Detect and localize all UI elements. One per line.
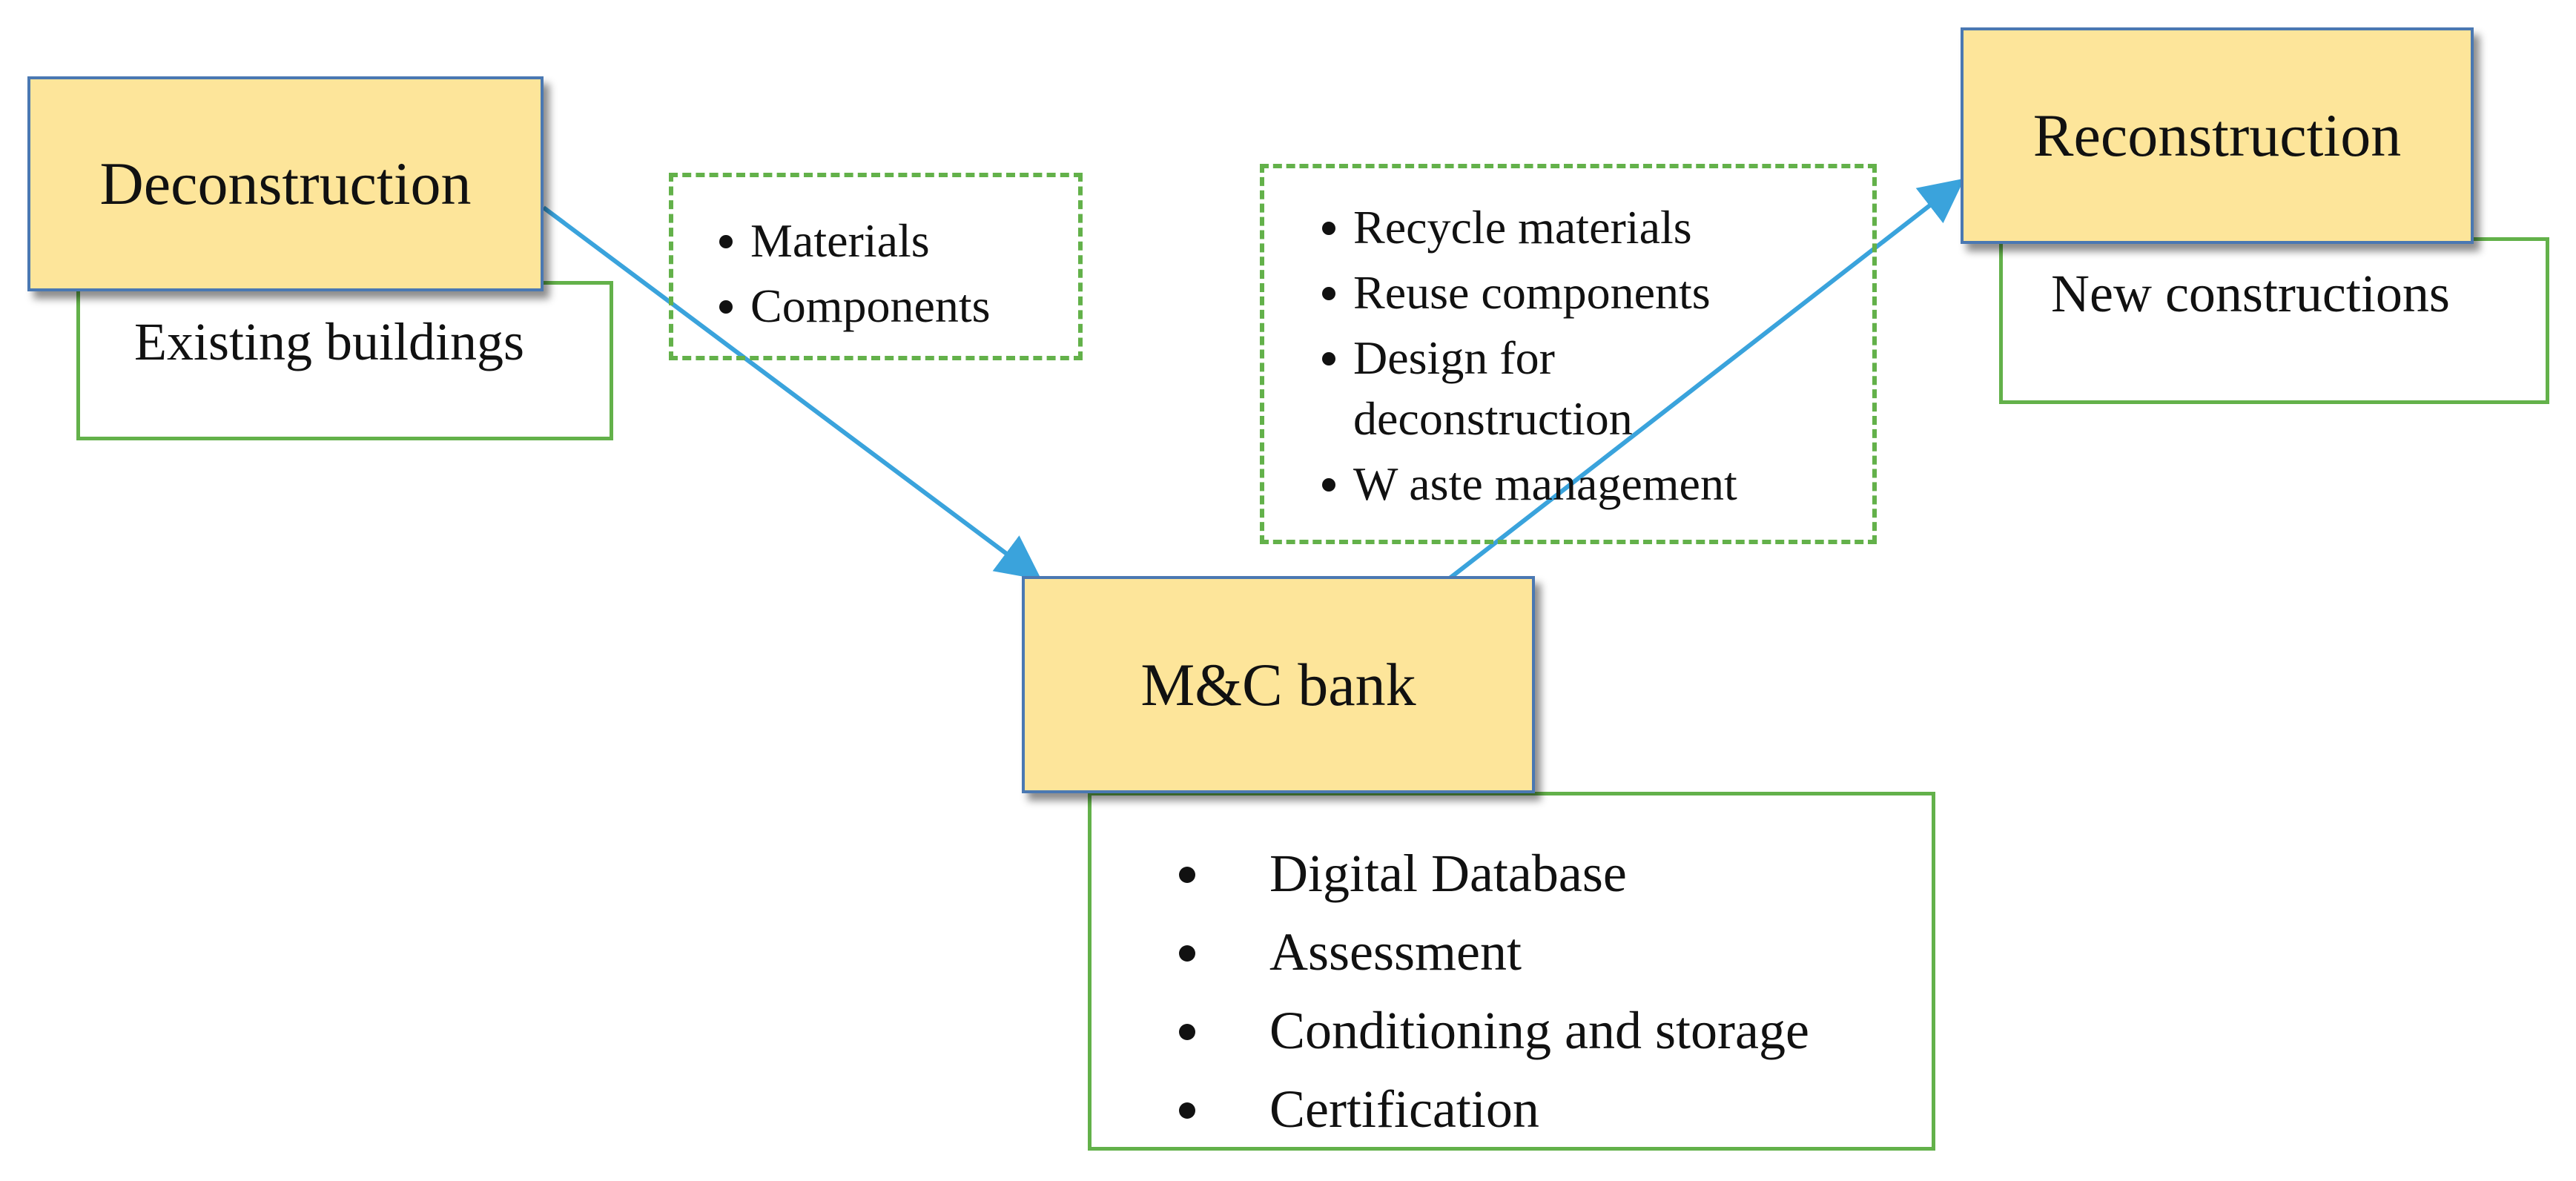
- list-item: Reuse components: [1309, 260, 1737, 325]
- bullet-icon: [1322, 352, 1335, 365]
- reconstruction-title: Reconstruction: [2032, 102, 2402, 169]
- bullet-icon: [1322, 287, 1335, 300]
- new-constructions-box: New constructions: [1999, 237, 2549, 404]
- deconstruction-title: Deconstruction: [99, 150, 472, 217]
- mc-bank-items-box: Digital Database Assessment Conditioning…: [1088, 792, 1935, 1151]
- list-item: Design for: [1309, 325, 1737, 391]
- list-item: Assessment: [1092, 913, 1809, 991]
- flow-items-to-reconstruction-list: Recycle materials Reuse components Desig…: [1309, 195, 1737, 517]
- list-item: Materials: [706, 208, 991, 274]
- new-constructions-label: New constructions: [2051, 264, 2450, 323]
- bullet-icon: [1179, 1024, 1195, 1040]
- bullet-icon: [1179, 945, 1195, 962]
- flow-items-to-bank: Materials Components: [669, 173, 1083, 360]
- list-item: Certification: [1092, 1070, 1809, 1148]
- mc-bank-items-list: Digital Database Assessment Conditioning…: [1092, 834, 1809, 1148]
- list-item: Digital Database: [1092, 834, 1809, 913]
- bullet-icon: [719, 300, 733, 314]
- bullet-icon: [1179, 1102, 1195, 1119]
- list-item: Components: [706, 274, 991, 339]
- existing-buildings-box: Existing buildings: [76, 281, 613, 440]
- deconstruction-node: Deconstruction: [27, 76, 544, 291]
- bullet-icon: [1179, 867, 1195, 883]
- existing-buildings-label: Existing buildings: [134, 312, 525, 371]
- bullet-icon: [1322, 478, 1335, 492]
- bullet-icon: [1322, 222, 1335, 235]
- mc-bank-title: M&C bank: [1140, 650, 1416, 718]
- flow-items-to-bank-list: Materials Components: [706, 208, 991, 339]
- arrow-deconstruction-to-bank: [542, 205, 1042, 580]
- reconstruction-node: Reconstruction: [1961, 27, 2474, 244]
- list-item: W aste management: [1309, 451, 1737, 517]
- bullet-icon: [719, 235, 733, 248]
- list-item-continuation: deconstruction: [1353, 392, 1633, 445]
- mc-bank-node: M&C bank: [1022, 576, 1535, 793]
- list-item: Conditioning and storage: [1092, 991, 1809, 1070]
- list-item: Recycle materials: [1309, 195, 1737, 260]
- flow-items-to-reconstruction: Recycle materials Reuse components Desig…: [1260, 164, 1877, 544]
